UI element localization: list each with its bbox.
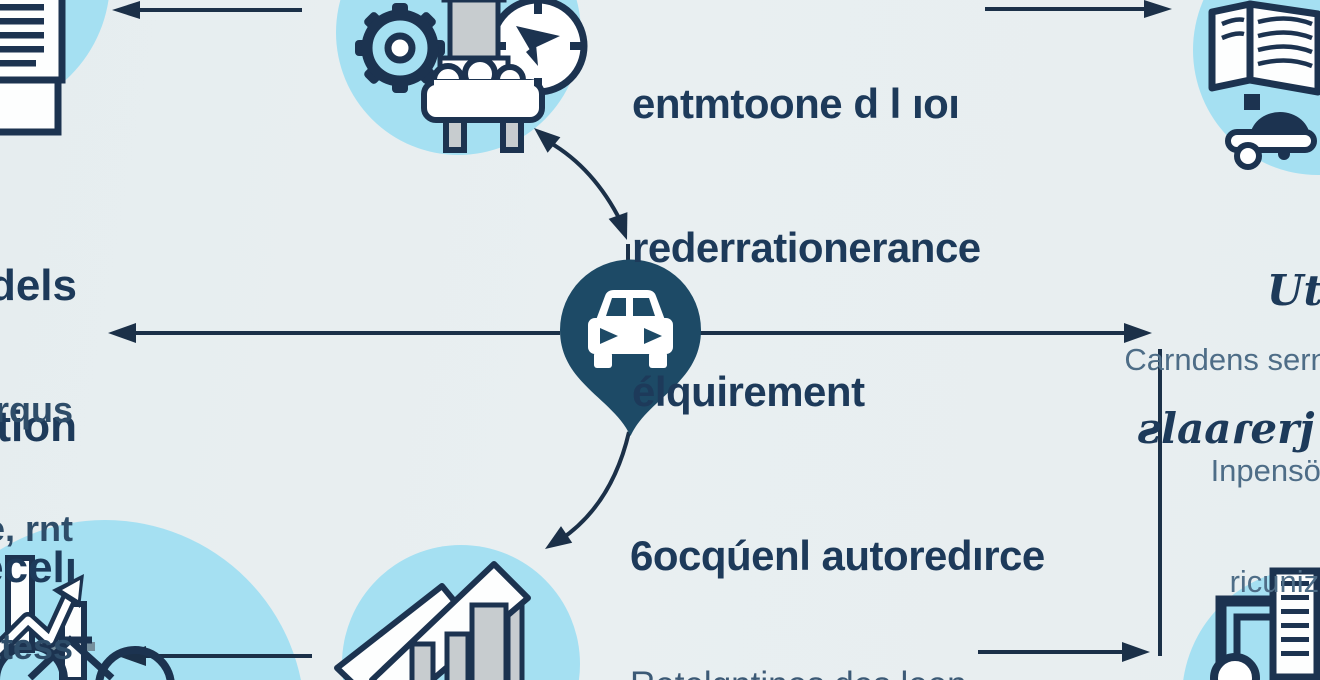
bottom-body: Retelgntines des leen palledes el cuts b… (630, 589, 969, 680)
body-line: Retelgntines des leen (630, 665, 969, 680)
arrowhead-top-right-icon (1144, 0, 1172, 18)
body-line: erqus (0, 389, 73, 430)
open-book-display-icon (1208, 0, 1320, 170)
body-line: ıe, rnt (0, 507, 73, 549)
arrowhead-curve-up-icon (534, 128, 561, 153)
heading-line: dels (0, 261, 77, 310)
body-line: incurms al r (1100, 674, 1320, 680)
right-heading: Utr ƨlaaɾerj l (1100, 176, 1320, 544)
body-line: Inpensöt i (1210, 453, 1320, 488)
car-location-pin-icon (560, 259, 701, 436)
top-center-heading: entmtoone d l ıoı rederrationerance élqu… (632, 0, 981, 512)
left-body: erqus ıe, rnt atess tence ltane (0, 311, 73, 680)
arrowhead-curve-bl-icon (545, 526, 573, 549)
bar-chart-ramp-icon (334, 561, 531, 680)
body-line: atess (0, 626, 73, 667)
arrowhead-top-left-icon (112, 1, 140, 19)
body-line: ricunizat (1229, 564, 1320, 599)
arrow-curve-top (547, 140, 623, 223)
heading-line: Utr (1266, 266, 1320, 315)
heading-line: ecelı (0, 543, 77, 592)
heading-line: ation (0, 402, 77, 451)
right-body: Carndens serne Inpensöt i ricunizat incu… (1100, 267, 1320, 680)
left-heading: dels ation ecelı (0, 168, 77, 680)
body-line: Carndens serne (1124, 342, 1320, 377)
printer-document-icon (1210, 567, 1320, 680)
growth-chart-bicycle-icon (0, 555, 175, 680)
arrowhead-curve-down-icon (608, 212, 628, 240)
heading-line: rederrationerance (632, 224, 981, 271)
heading-line: élquirement (632, 368, 865, 415)
stacked-documents-icon (0, 0, 66, 136)
machine-gears-gauge-icon (355, 0, 588, 153)
arrow-curve-bottom (558, 431, 631, 542)
arrowhead-mid-left-icon (108, 323, 136, 343)
arrowhead-mid-right-icon (1124, 323, 1152, 343)
arrowhead-bottom-right-icon (1122, 642, 1150, 662)
bottom-heading: 6ocqúenl autoredırce (630, 532, 1045, 579)
heading-line: ƨlaaɾerj l (1137, 404, 1315, 453)
heading-line: entmtoone d l ıoı (632, 80, 960, 127)
